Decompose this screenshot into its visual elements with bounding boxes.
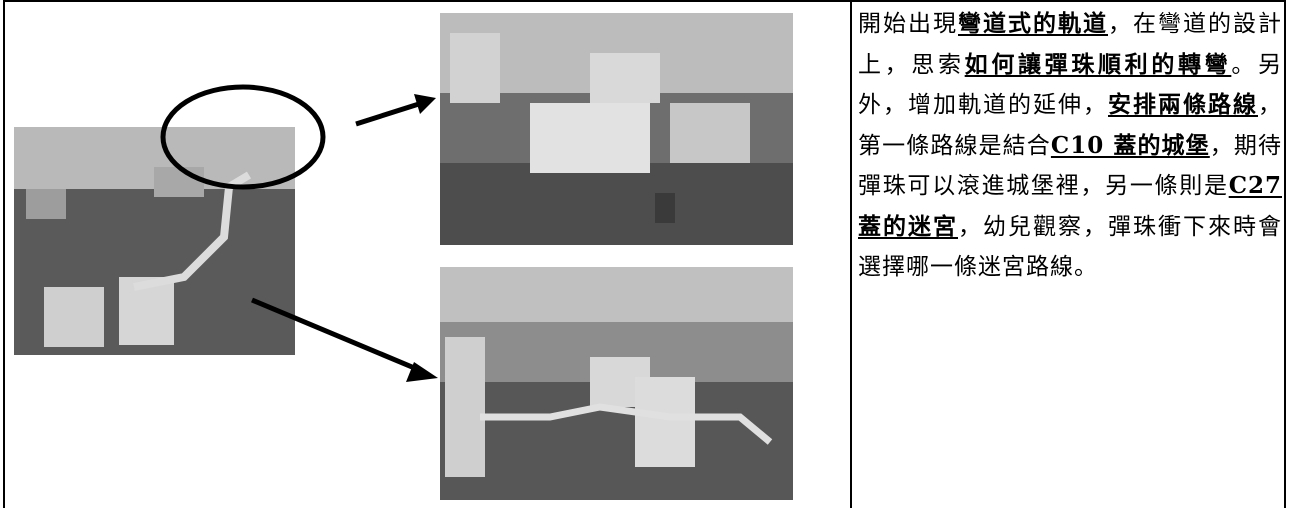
text-run: 開始出現 <box>858 11 958 37</box>
photo-castle <box>440 13 793 245</box>
text-run: ，期待彈珠可以滾進城堡裡，另一條則是 <box>858 132 1283 200</box>
photo-overview <box>14 127 295 355</box>
text-emphasis: 彎道式的軌道 <box>958 10 1108 37</box>
text-run: ，第一條路線是結合 <box>858 92 1282 159</box>
text-run: ，幼兒觀察，彈珠衝下來時會選擇哪一條迷宮路線。 <box>858 213 1282 281</box>
text-emphasis: C10 蓋的城堡 <box>1050 131 1210 159</box>
text-run: ，在彎道的設計上，思索 <box>858 11 1282 78</box>
description-text: 開始出現彎道式的軌道，在彎道的設計上，思索如何讓彈珠順利的轉彎。另外，增加軌道的… <box>858 4 1282 288</box>
photo-maze <box>440 267 793 500</box>
description-cell: 開始出現彎道式的軌道，在彎道的設計上，思索如何讓彈珠順利的轉彎。另外，增加軌道的… <box>858 4 1282 288</box>
text-emphasis: 如何讓彈珠順利的轉彎 <box>964 50 1232 78</box>
text-emphasis: C27 蓋的迷宮 <box>858 172 1282 240</box>
column-divider <box>850 0 852 508</box>
text-run: 。另外，增加軌道的延伸， <box>858 51 1283 119</box>
table-frame <box>3 0 1286 508</box>
text-emphasis: 安排兩條路線 <box>1108 91 1258 118</box>
